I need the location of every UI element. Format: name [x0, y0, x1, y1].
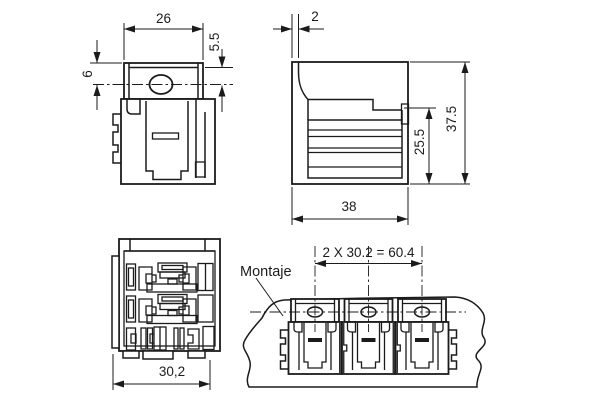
side-view [273, 14, 470, 225]
mounting-title: Montaje [240, 264, 292, 280]
mounting-socket-1-flange [279, 329, 289, 370]
mounting-socket-2-slot [361, 338, 376, 342]
bottom-view [111, 238, 221, 390]
front-left-shoulder [126, 99, 141, 115]
dim-side-inner-label: 25.5 [412, 129, 427, 155]
mounting-divider-1 [339, 323, 348, 373]
mounting-leader-line [255, 277, 284, 317]
bottom-left-flange [111, 255, 120, 349]
bottom-inner-wall [123, 250, 216, 347]
mounting-divider-2 [392, 323, 401, 373]
dim-front-offset-label: 6 [80, 70, 95, 78]
bottom-terminal-row-1 [125, 262, 214, 293]
dim-side-total-label: 37.5 [444, 106, 459, 132]
side-body-outline [291, 61, 409, 185]
dim-bottom-width-label: 30,2 [159, 364, 185, 379]
dim-mounting-pitch-label: 2 X 30.2 = 60.4 [323, 245, 415, 260]
side-terminal-block [307, 119, 403, 179]
mounting-socket-3-flange [448, 329, 458, 370]
front-left-flange [112, 113, 121, 164]
front-cavity [145, 101, 189, 181]
mounting-socket-1-slot [308, 338, 322, 342]
mounting-socket-3-slot [415, 338, 429, 342]
front-slot [151, 132, 180, 140]
bottom-terminal-row-2 [125, 293, 214, 325]
front-right-clip [194, 161, 206, 178]
bottom-foot-right [187, 350, 206, 359]
front-view [90, 23, 233, 185]
mounting-view [242, 246, 486, 388]
dim-side-total-ext [410, 61, 470, 185]
front-body-outline [120, 98, 216, 185]
bottom-foot-center [142, 350, 174, 360]
dim-front-hole-label: 5.5 [207, 33, 222, 52]
dim-side-wall-label: 2 [311, 9, 319, 24]
dim-side-wall-ext [291, 14, 299, 58]
side-catch [400, 103, 410, 125]
bottom-foot-left [122, 350, 140, 359]
front-head-inner-walls [128, 63, 199, 99]
dim-side-depth-label: 38 [341, 199, 356, 214]
dim-front-width-label: 26 [156, 11, 171, 26]
mounting-socket-3 [394, 298, 458, 375]
side-terminal-lamination-lines [308, 129, 402, 168]
bottom-terminal-row-3 [125, 325, 215, 351]
